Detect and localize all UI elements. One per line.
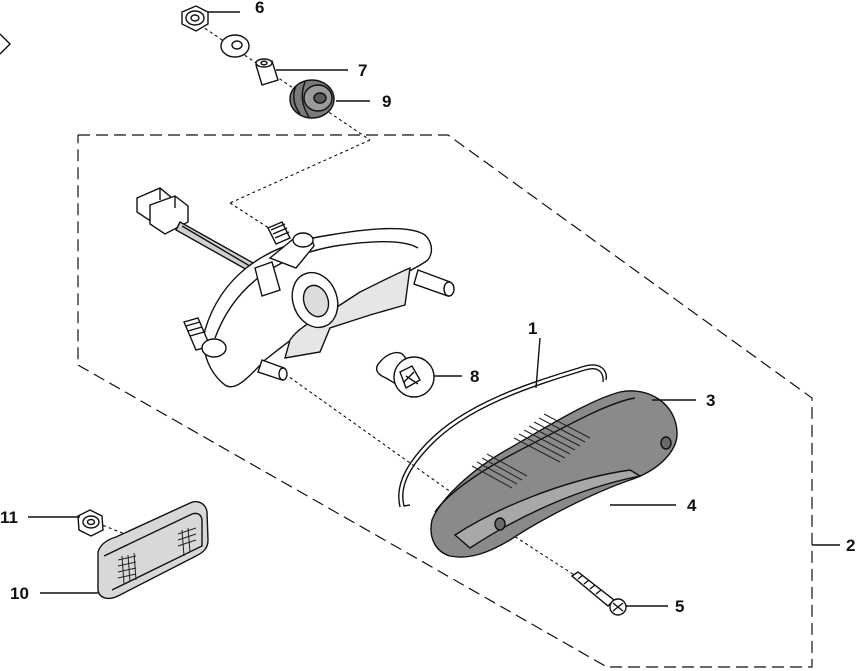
callout-2: 2: [846, 536, 855, 555]
callout-9: 9: [382, 92, 391, 111]
callout-6: 6: [255, 0, 264, 17]
nut-part-11: [77, 509, 104, 537]
callout-5: 5: [675, 597, 684, 616]
callout-7: 7: [358, 61, 367, 80]
callout-4: 4: [687, 496, 697, 515]
tail-light-housing: [183, 221, 455, 388]
callout-10: 10: [10, 584, 29, 603]
bulb-part-8: [375, 351, 435, 398]
edge-chevron-mark: [0, 33, 11, 55]
wiring-connector: [136, 187, 263, 277]
screw-part-5: [570, 571, 627, 616]
nut-part-6: [181, 5, 209, 32]
reflector-part-10: [97, 500, 209, 600]
lens-part-3: [430, 390, 678, 558]
callout-11: 11: [0, 508, 18, 527]
leader-lines: [28, 11, 840, 607]
callout-3: 3: [706, 391, 715, 410]
callout-8: 8: [470, 367, 479, 386]
collar-part-7: [255, 58, 279, 86]
washer-part: [220, 34, 250, 58]
grommet-part-9: [289, 79, 335, 119]
callout-1: 1: [528, 319, 537, 338]
assembly-boundary: [77, 134, 813, 668]
gasket-part-1: [398, 364, 607, 508]
